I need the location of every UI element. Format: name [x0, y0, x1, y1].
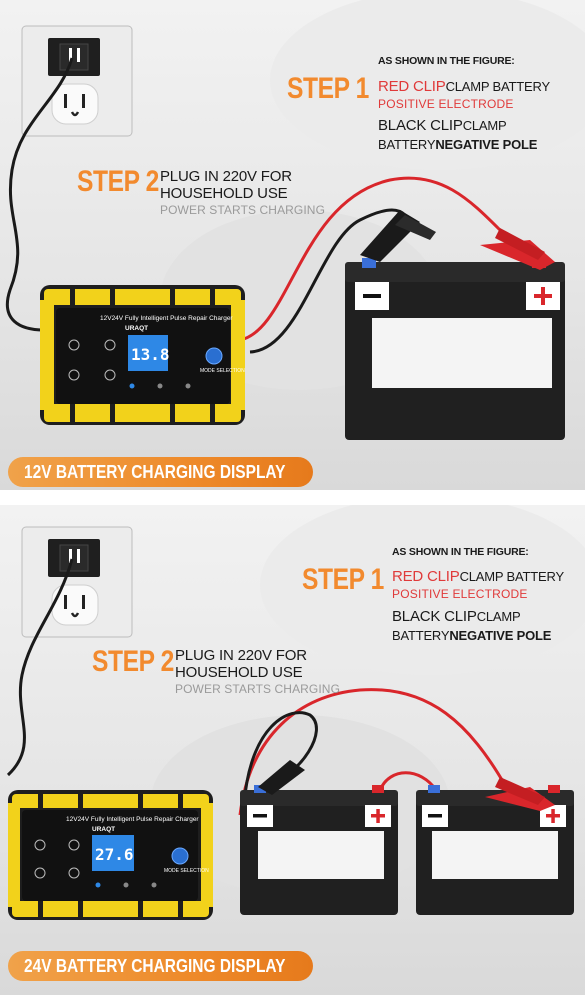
wall-outlet-icon [21, 25, 133, 137]
step1-label: STEP 1 [302, 563, 384, 596]
power-starts-text: POWER STARTS CHARGING [175, 682, 341, 696]
negative-pole-text: NEGATIVE POLE [435, 137, 538, 152]
plug-in-text: PLUG IN 220V FOR [175, 647, 307, 664]
charger-24v: 12V24V Fully Intelligent Pulse Repair Ch… [8, 790, 213, 920]
lcd-readout: 13.8 [131, 345, 170, 364]
minus-icon [428, 814, 442, 818]
shown-in-figure: AS SHOWN IN THE FIGURE: [378, 55, 515, 67]
black-clip-icon [360, 210, 436, 262]
mode-button[interactable] [171, 847, 189, 865]
black-clip-text: BLACK CLIP [392, 608, 477, 625]
bridge-cable [378, 771, 438, 791]
step1-label: STEP 1 [287, 72, 369, 105]
power-cord [6, 558, 74, 777]
lcd-screen [92, 835, 134, 871]
household-text: HOUSEHOLD USE [160, 185, 288, 202]
red-clip-line: RED CLIPCLAMP BATTERY [392, 568, 564, 585]
red-cable [238, 688, 507, 816]
charger-brand-label: URAQT [125, 325, 148, 332]
banner-12v: 12V BATTERY CHARGING DISPLAY [8, 457, 313, 487]
black-clip-line: BLACK CLIPCLAMP [392, 608, 521, 625]
black-clip-suffix: CLAMP [476, 609, 521, 624]
positive-electrode-text: POSITIVE ELECTRODE [392, 587, 528, 601]
panel-24v: 12V24V Fully Intelligent Pulse Repair Ch… [0, 505, 585, 995]
wall-outlet-icon [21, 526, 133, 638]
charger-12v: 12V24V Fully Intelligent Pulse Repair Ch… [40, 285, 245, 425]
battery-a [240, 785, 398, 915]
banner-12v-text: 12V BATTERY CHARGING DISPLAY [24, 462, 286, 482]
black-clip-suffix: CLAMP [462, 118, 507, 133]
step2-label: STEP 2 [77, 165, 159, 198]
shown-in-figure: AS SHOWN IN THE FIGURE: [392, 546, 529, 558]
mode-selection-label: MODE SELECTION [200, 368, 245, 374]
black-clip-text: BLACK CLIP [378, 117, 463, 134]
red-clip-text: RED CLIP [392, 568, 460, 585]
banner-24v: 24V BATTERY CHARGING DISPLAY [8, 951, 313, 981]
lcd-screen [128, 335, 168, 371]
red-clip-line: RED CLIPCLAMP BATTERY [378, 78, 550, 95]
red-clip-text: RED CLIP [378, 78, 446, 95]
step2-label: STEP 2 [92, 645, 174, 678]
power-starts-text: POWER STARTS CHARGING [160, 203, 326, 217]
negative-pole-line: BATTERYNEGATIVE POLE [378, 137, 537, 152]
minus-icon [363, 294, 381, 298]
plug-in-text: PLUG IN 220V FOR [160, 168, 292, 185]
red-clip-icon [485, 777, 555, 811]
scene-12v: 12V24V Fully Intelligent Pulse Repair Ch… [5, 0, 585, 440]
red-cable [239, 176, 502, 342]
positive-electrode-text: POSITIVE ELECTRODE [378, 97, 514, 111]
battery-12v [345, 258, 565, 440]
red-clip-icon [480, 228, 555, 270]
black-cable [249, 208, 407, 354]
charger-brand-label: URAQT [92, 826, 115, 833]
banner-24v-text: 24V BATTERY CHARGING DISPLAY [24, 956, 286, 976]
charger-model-label: 12V24V Fully Intelligent Pulse Repair Ch… [66, 816, 199, 823]
battery-prefix: BATTERY [392, 628, 450, 643]
red-clip-suffix: CLAMP BATTERY [459, 569, 565, 584]
scene-24v: 12V24V Fully Intelligent Pulse Repair Ch… [6, 505, 585, 920]
red-clip-suffix: CLAMP BATTERY [445, 79, 551, 94]
panel-12v: 12V24V Fully Intelligent Pulse Repair Ch… [0, 0, 585, 490]
negative-pole-text: NEGATIVE POLE [449, 628, 552, 643]
charger-model-label: 12V24V Fully Intelligent Pulse Repair Ch… [100, 315, 233, 322]
battery-prefix: BATTERY [378, 137, 436, 152]
mode-selection-label: MODE SELECTION [164, 868, 209, 874]
black-clip-icon [258, 760, 305, 795]
lcd-readout: 27.6 [95, 845, 134, 864]
negative-pole-line: BATTERYNEGATIVE POLE [392, 628, 551, 643]
mode-button[interactable] [205, 347, 223, 365]
black-clip-line: BLACK CLIPCLAMP [378, 117, 507, 134]
minus-icon [253, 814, 267, 818]
power-cord [5, 57, 74, 332]
household-text: HOUSEHOLD USE [175, 664, 303, 681]
